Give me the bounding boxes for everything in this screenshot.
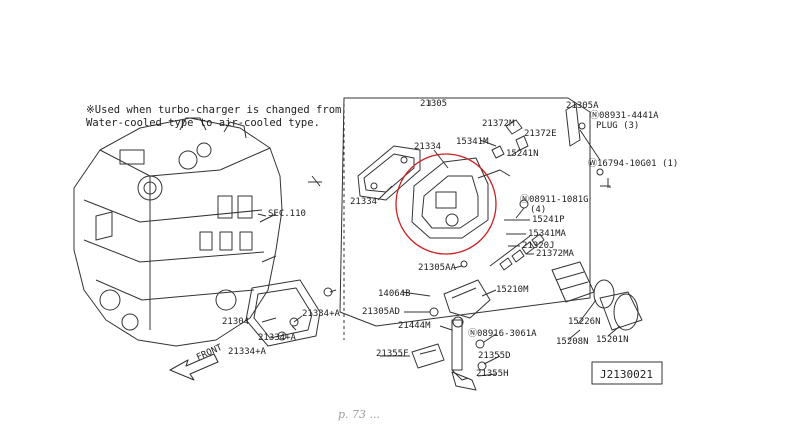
label-21355h: 21355H (476, 369, 509, 379)
label-21305a: 21305A (566, 101, 599, 111)
label-15210m: 15210M (496, 285, 529, 295)
front-arrow (169, 353, 219, 381)
oil-cooler-body (411, 157, 511, 239)
label-08931-plug: PLUG (3) (596, 121, 640, 131)
diagram-id: J2130021 (600, 368, 653, 381)
label-15226n: 15226N (568, 317, 601, 327)
label-21320j: 21320J (522, 241, 555, 251)
label-08931: Ⓝ08931-4441A (590, 111, 659, 121)
gasket-plate-21304 (245, 279, 333, 347)
label-15201n: 15201N (596, 335, 629, 345)
valve-stack (489, 233, 545, 271)
label-21305aa: 21305AA (418, 263, 456, 273)
label-sec110: SEC.110 (268, 209, 306, 219)
assembly-frame (339, 97, 591, 327)
label-08916: Ⓝ08916-3061A (468, 329, 537, 339)
label-15341m: 15341M (456, 137, 489, 147)
label-08911: Ⓝ08911-1081G (520, 195, 589, 205)
cover-21334 (357, 145, 421, 201)
reference-box (591, 361, 663, 385)
label-21355d: 21355D (478, 351, 511, 361)
label-21305: 21305 (420, 99, 448, 109)
label-21372m: 21372M (482, 119, 515, 129)
label-21334a-2: 21334+A (228, 347, 266, 357)
label-15341ma: 15341MA (528, 229, 566, 239)
label-21355f: 21355F (376, 349, 409, 359)
label-16794: Ⓦ16794-10G01 (1) (588, 159, 679, 169)
highlight-circle (395, 153, 497, 255)
usage-note: ※Used when turbo-charger is changed from… (86, 104, 341, 130)
usage-note-line-1: ※Used when turbo-charger is changed from (86, 104, 342, 116)
label-21305ad: 21305AD (362, 307, 400, 317)
label-21444m: 21444M (398, 321, 431, 331)
label-21304: 21304 (222, 317, 250, 327)
label-15241p: 15241P (532, 215, 565, 225)
oil-filter (551, 261, 643, 331)
relief-valve-parts (491, 119, 529, 159)
label-14064b: 14064B (378, 289, 411, 299)
label-21334-left: 21334 (350, 197, 378, 207)
clamp-21355f (411, 343, 487, 391)
handwritten-note: p. 73 ... (338, 408, 381, 421)
label-15241n: 15241N (506, 149, 539, 159)
label-21372e: 21372E (524, 129, 557, 139)
bracket-15210m (429, 260, 491, 319)
engine-block (73, 117, 283, 347)
bracket-21305a (565, 103, 604, 176)
label-21334a-1: 21334+A (258, 333, 296, 343)
label-08911-qty: (4) (530, 205, 547, 215)
label-21334-top: 21334 (414, 142, 442, 152)
label-21334a-3: 21334+A (302, 309, 340, 319)
label-15208n: 15208N (556, 337, 589, 347)
usage-note-line-2: Water-cooled type to air-cooled type. (86, 117, 320, 129)
label-21372ma: 21372MA (536, 249, 574, 259)
